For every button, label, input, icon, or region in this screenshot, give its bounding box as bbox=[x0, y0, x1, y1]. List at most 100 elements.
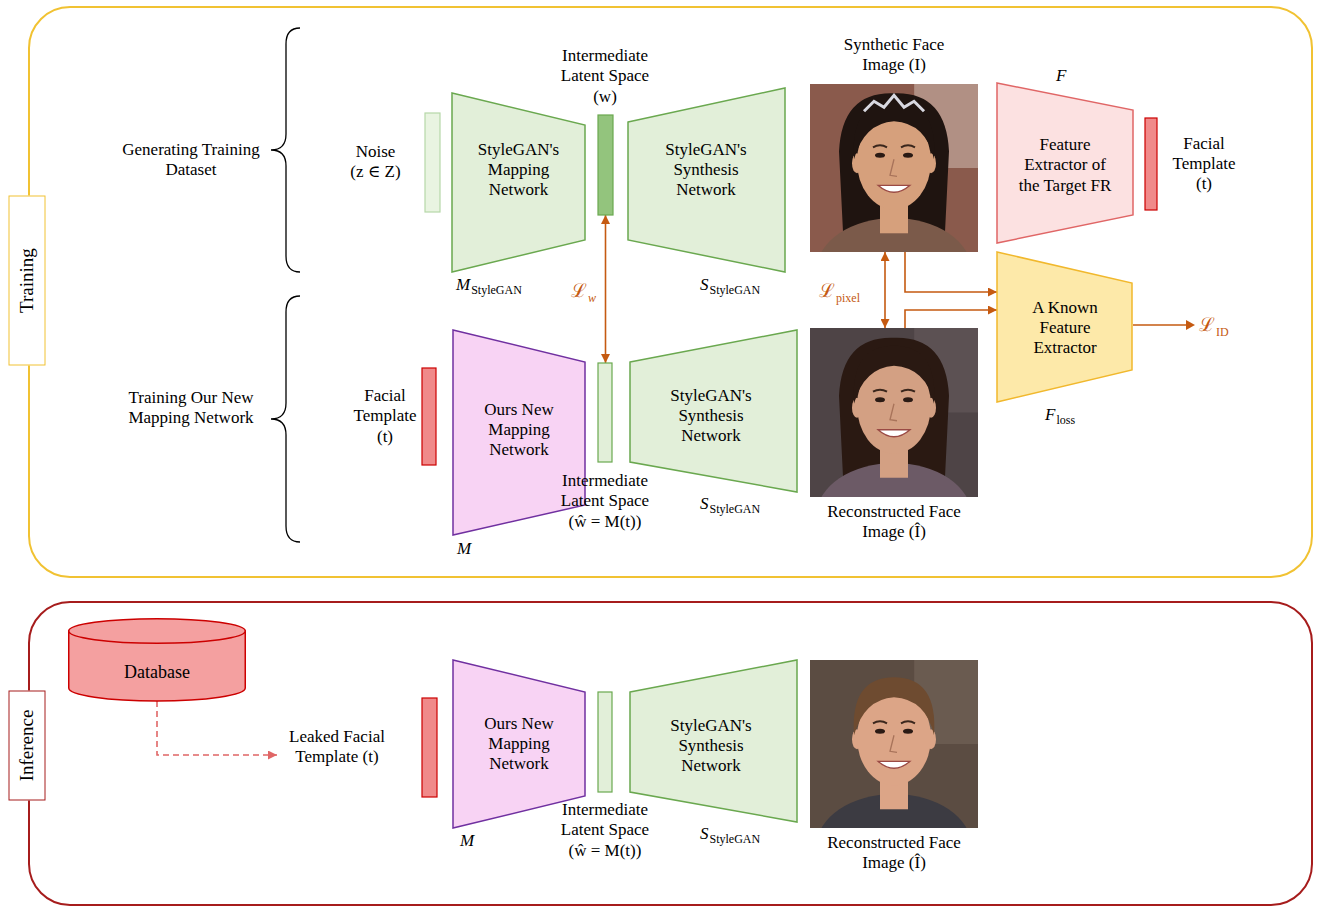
face-illustration bbox=[810, 84, 978, 252]
synthesis-network: StyleGAN's Synthesis NetworkSStyleGAN bbox=[630, 660, 797, 822]
face-illustration-part bbox=[903, 153, 913, 158]
face-illustration-part bbox=[875, 153, 885, 158]
database-cylinder-outline bbox=[68, 618, 246, 701]
text-label: StyleGAN bbox=[710, 832, 761, 846]
template-vector: Leaked Facial Template (t) bbox=[277, 698, 437, 797]
loss-subscript: w bbox=[588, 291, 596, 305]
text-label: Intermediate Latent Space (w) bbox=[550, 46, 660, 107]
text-label: Facial Template (t) bbox=[350, 386, 420, 447]
text-holder: StyleGAN bbox=[471, 283, 522, 297]
text-holder: StyleGAN bbox=[710, 283, 761, 297]
text-label: Facial Template (t) bbox=[1168, 134, 1240, 195]
text-label: loss bbox=[1056, 413, 1075, 427]
text-label: StyleGAN bbox=[710, 283, 761, 297]
text-label: F bbox=[1056, 66, 1066, 86]
loss-subscript: ID bbox=[1216, 325, 1229, 339]
text-label: S bbox=[700, 275, 709, 295]
loss-subscript-holder: w bbox=[588, 291, 596, 305]
text-label: Ours New Mapping Network bbox=[463, 400, 575, 461]
face-illustration-part bbox=[873, 390, 887, 392]
face-illustration-part bbox=[878, 185, 910, 192]
face-illustration-part bbox=[903, 729, 913, 734]
group-label-holder: Generating Training Dataset bbox=[120, 140, 262, 181]
mapping-network: StyleGAN's Mapping NetworkMStyleGAN bbox=[452, 93, 585, 272]
text-holder: F bbox=[1056, 66, 1066, 86]
trapezoid-shape bbox=[630, 660, 797, 822]
panel-tag: Inference bbox=[15, 709, 38, 781]
text-label: Noise (z ∈ Z) bbox=[348, 142, 403, 183]
text-holder: S bbox=[700, 824, 709, 844]
face-illustration-part bbox=[810, 84, 978, 252]
connector-arrow bbox=[905, 252, 997, 292]
template-vector: Facial Template (t) bbox=[340, 368, 436, 465]
face-illustration bbox=[810, 660, 978, 828]
face-illustration-part bbox=[875, 397, 885, 402]
text-label: Intermediate Latent Space (ŵ = M(t)) bbox=[555, 800, 655, 861]
text-holder: M bbox=[457, 539, 471, 559]
text-label: StyleGAN's Synthesis Network bbox=[646, 140, 766, 201]
text-holder: Database bbox=[68, 662, 246, 684]
face-illustration-part bbox=[854, 346, 935, 404]
loss-arrow bbox=[1133, 324, 1188, 326]
face-illustration-part bbox=[878, 430, 910, 437]
synthesis-network: StyleGAN's Synthesis NetworkSStyleGAN bbox=[628, 88, 785, 272]
connector-arrow bbox=[884, 252, 886, 328]
text-holder: Reconstructed Face Image (Î) bbox=[824, 833, 964, 874]
loss-symbol-holder: ℒ bbox=[819, 279, 835, 302]
curly-bracket bbox=[271, 296, 300, 542]
text-label: Leaked Facial Template (t) bbox=[287, 727, 387, 768]
trapezoid-shape bbox=[628, 88, 785, 272]
text-label: M bbox=[456, 275, 470, 295]
panel-tag-holder: Inference bbox=[8, 690, 45, 800]
text-holder: Intermediate Latent Space (w) bbox=[550, 46, 660, 107]
face-illustration-part bbox=[890, 404, 897, 421]
loss-subscript-holder: ID bbox=[1216, 325, 1229, 339]
face-image: Reconstructed Face Image (Î) bbox=[810, 328, 978, 550]
text-holder: Noise (z ∈ Z) bbox=[348, 142, 403, 183]
template-vector: Facial Template (t) bbox=[1145, 118, 1245, 210]
text-label: S bbox=[700, 824, 709, 844]
face-illustration-part bbox=[901, 145, 915, 147]
loss-symbol: ℒ bbox=[571, 279, 587, 302]
text-label: A Known Feature Extractor bbox=[1015, 298, 1115, 359]
database-cylinder: Database bbox=[68, 618, 246, 701]
text-holder: StyleGAN's Synthesis Network bbox=[646, 140, 766, 201]
synthesis-network: StyleGAN's Synthesis NetworkSStyleGAN bbox=[630, 330, 797, 492]
face-illustration-part bbox=[810, 660, 978, 828]
trapezoid-shape bbox=[997, 83, 1133, 243]
feature-extractor: Feature Extractor of the Target FRF bbox=[997, 83, 1133, 243]
trapezoid-shape bbox=[630, 330, 797, 492]
face-illustration-part bbox=[901, 390, 915, 392]
face-illustration-part bbox=[903, 397, 913, 402]
group-label: Generating Training Dataset bbox=[120, 140, 262, 181]
text-holder: Ours New Mapping Network bbox=[463, 400, 575, 461]
text-holder: F bbox=[1045, 405, 1055, 425]
loss-symbol-holder: ℒ bbox=[1199, 313, 1215, 336]
panel-tag-holder: Training bbox=[8, 195, 45, 365]
text-holder: loss bbox=[1056, 413, 1075, 427]
face-illustration-part bbox=[878, 761, 910, 768]
panel-tag: Training bbox=[15, 248, 38, 313]
feature-extractor: A Known Feature ExtractorFloss bbox=[997, 252, 1132, 402]
vector-bar bbox=[598, 363, 612, 462]
vector-bar bbox=[422, 698, 437, 797]
text-label: M bbox=[460, 831, 474, 851]
text-holder: StyleGAN's Synthesis Network bbox=[651, 716, 771, 777]
text-holder: Intermediate Latent Space (ŵ = M(t)) bbox=[555, 471, 655, 532]
loss-symbol: ℒ bbox=[1199, 313, 1215, 336]
text-holder: S bbox=[700, 494, 709, 514]
text-holder: StyleGAN's Synthesis Network bbox=[651, 386, 771, 447]
text-label: StyleGAN's Synthesis Network bbox=[651, 386, 771, 447]
text-label: Reconstructed Face Image (Î) bbox=[824, 833, 964, 874]
text-label: Ours New Mapping Network bbox=[463, 714, 575, 775]
face-illustration-part bbox=[873, 145, 887, 147]
face-illustration-part bbox=[901, 721, 915, 723]
noise-vector: Noise (z ∈ Z) bbox=[328, 110, 442, 215]
connector-arrow bbox=[157, 701, 277, 755]
text-label: Reconstructed Face Image (Î) bbox=[824, 502, 964, 543]
face-image: Reconstructed Face Image (Î) bbox=[810, 660, 978, 882]
text-label: Intermediate Latent Space (ŵ = M(t)) bbox=[555, 471, 655, 532]
inference-panel: InferenceDatabaseLeaked Facial Template … bbox=[28, 601, 1313, 906]
vector-bar bbox=[1145, 118, 1157, 210]
